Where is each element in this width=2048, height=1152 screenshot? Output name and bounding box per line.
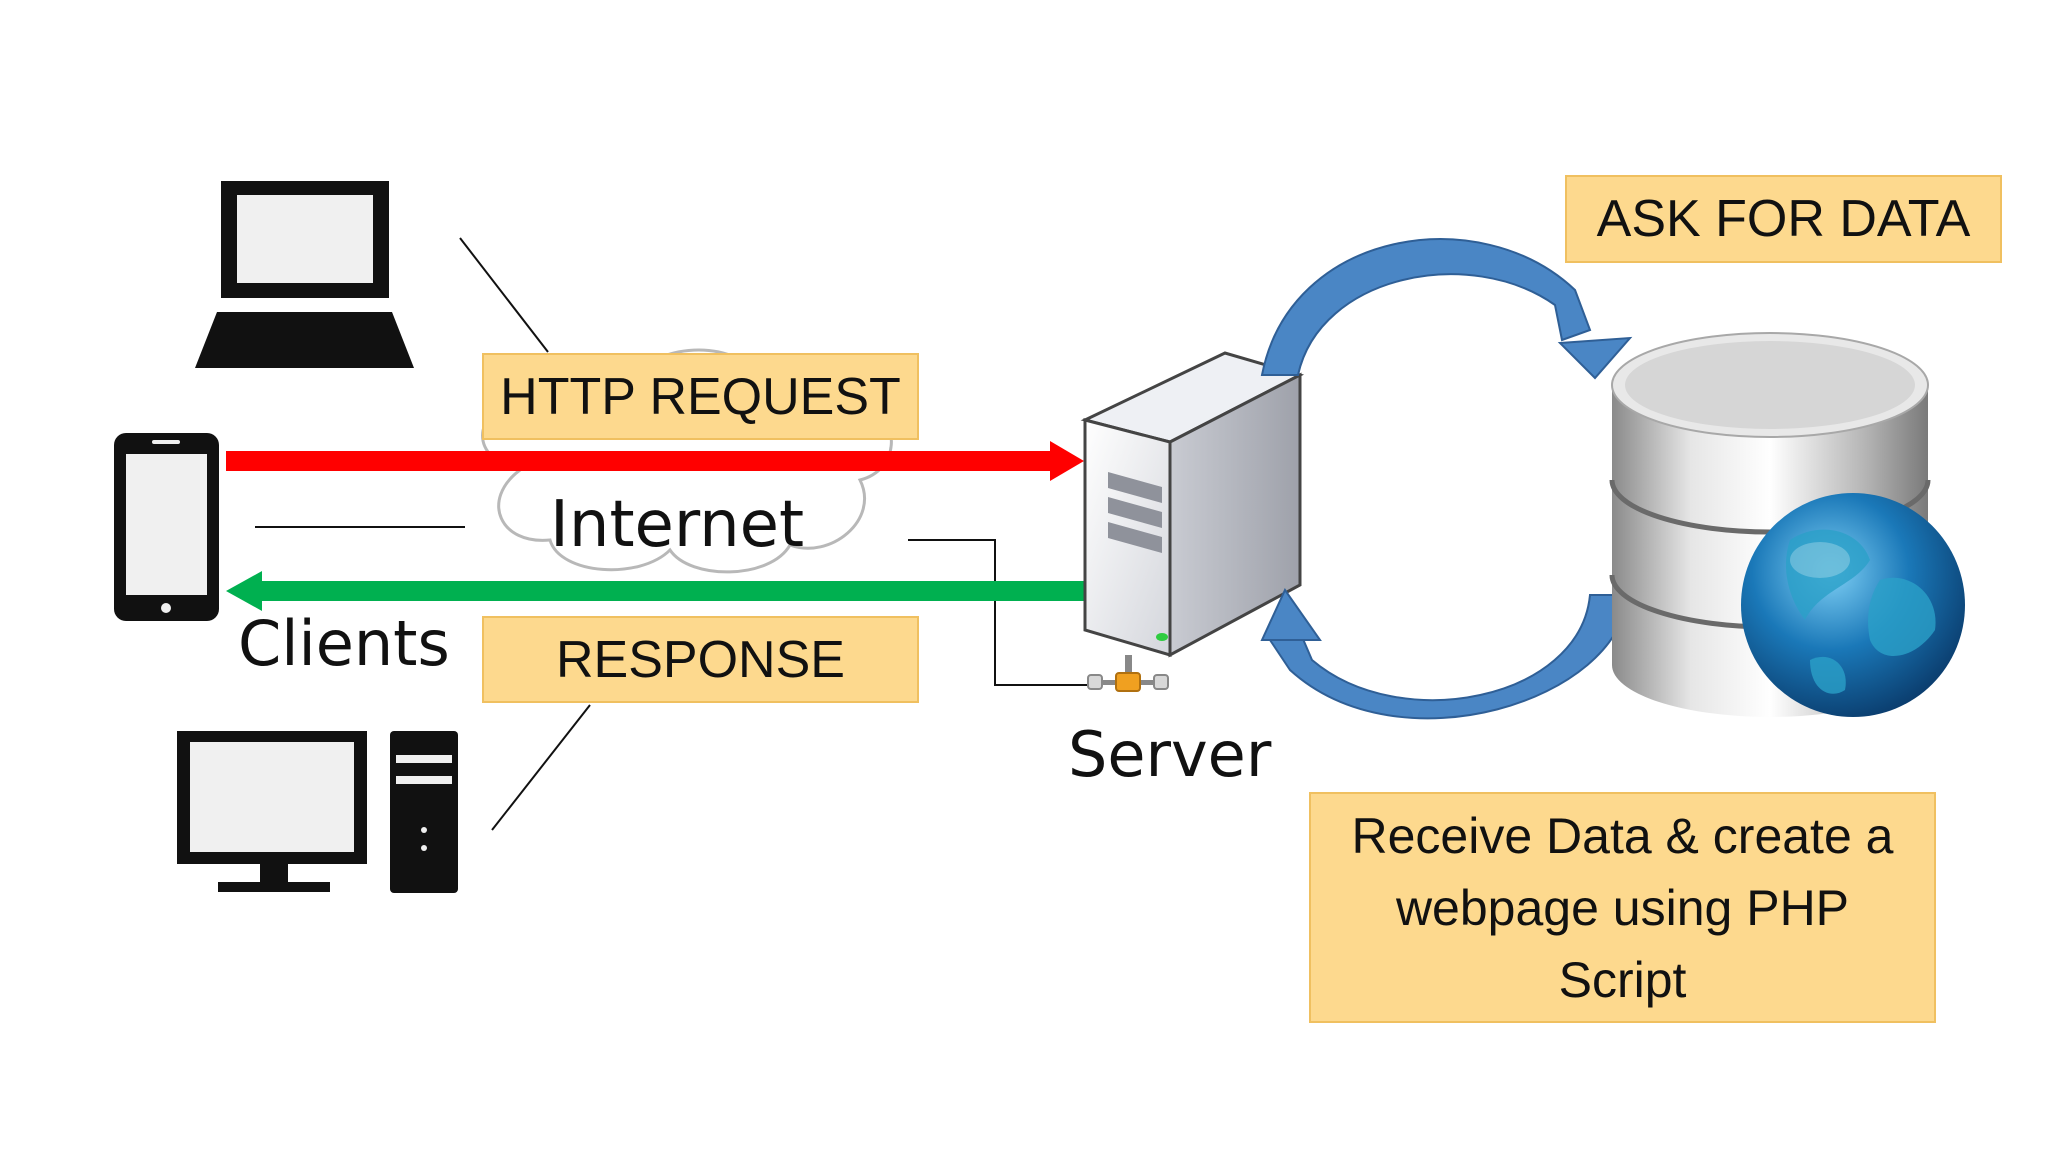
server-connector-line xyxy=(908,539,1095,686)
receive-data-label: Receive Data & create a webpage using PH… xyxy=(1309,792,1936,1023)
globe-icon xyxy=(1741,493,1965,717)
smartphone-icon xyxy=(114,433,219,621)
http-request-label: HTTP REQUEST xyxy=(482,353,919,440)
server-label: Server xyxy=(1068,718,1272,791)
http-request-arrow xyxy=(226,441,1084,481)
internet-label: Internet xyxy=(550,488,805,562)
laptop-connector-line xyxy=(459,237,549,353)
curved-arrow-receive xyxy=(1260,587,1630,720)
desktop-computer-icon xyxy=(177,731,458,893)
curved-arrow-ask xyxy=(1260,238,1633,380)
response-arrow xyxy=(226,571,1084,611)
desktop-connector-line xyxy=(491,704,591,831)
response-label: RESPONSE xyxy=(482,616,919,703)
laptop-icon xyxy=(195,181,414,368)
server-icon xyxy=(1080,351,1305,692)
clients-label: Clients xyxy=(238,607,450,680)
ask-for-data-label: ASK FOR DATA xyxy=(1565,175,2002,263)
